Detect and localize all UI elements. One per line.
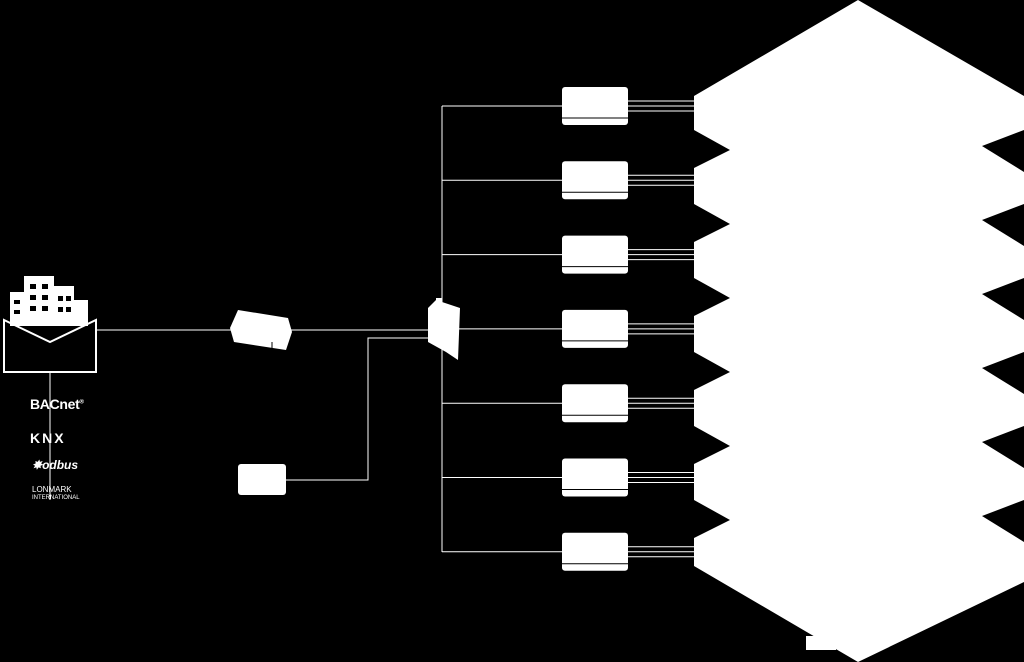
client-to-switch-line [286,337,430,481]
lonmark-sub-label: INTERNATIONAL [32,495,80,501]
client-device [238,464,286,495]
building-floors [694,0,1024,662]
controller-device [562,235,628,274]
bacnet-mark: ® [79,399,84,406]
modbus-gear-icon: ✸ [32,458,43,472]
controller-device [562,458,628,497]
bacnet-logo: BACnet® [30,396,84,412]
network-switch [428,300,460,360]
controllers-group [442,87,694,571]
knx-logo: KNX [30,430,66,446]
controller-device [562,384,628,423]
controller-device [562,309,628,348]
bacnet-label: BACnet [30,396,80,412]
lonmark-logo: LONMARK INTERNATIONAL [32,486,80,502]
modbus-label: odbus [42,458,79,472]
modbus-logo: ✸odbus [32,458,78,472]
gateway-device [230,310,292,350]
lonmark-label: LONMARK [32,485,72,494]
bms-building-icon [3,276,97,373]
controller-device [562,532,628,571]
controller-device [562,161,628,200]
controller-device [562,87,628,125]
